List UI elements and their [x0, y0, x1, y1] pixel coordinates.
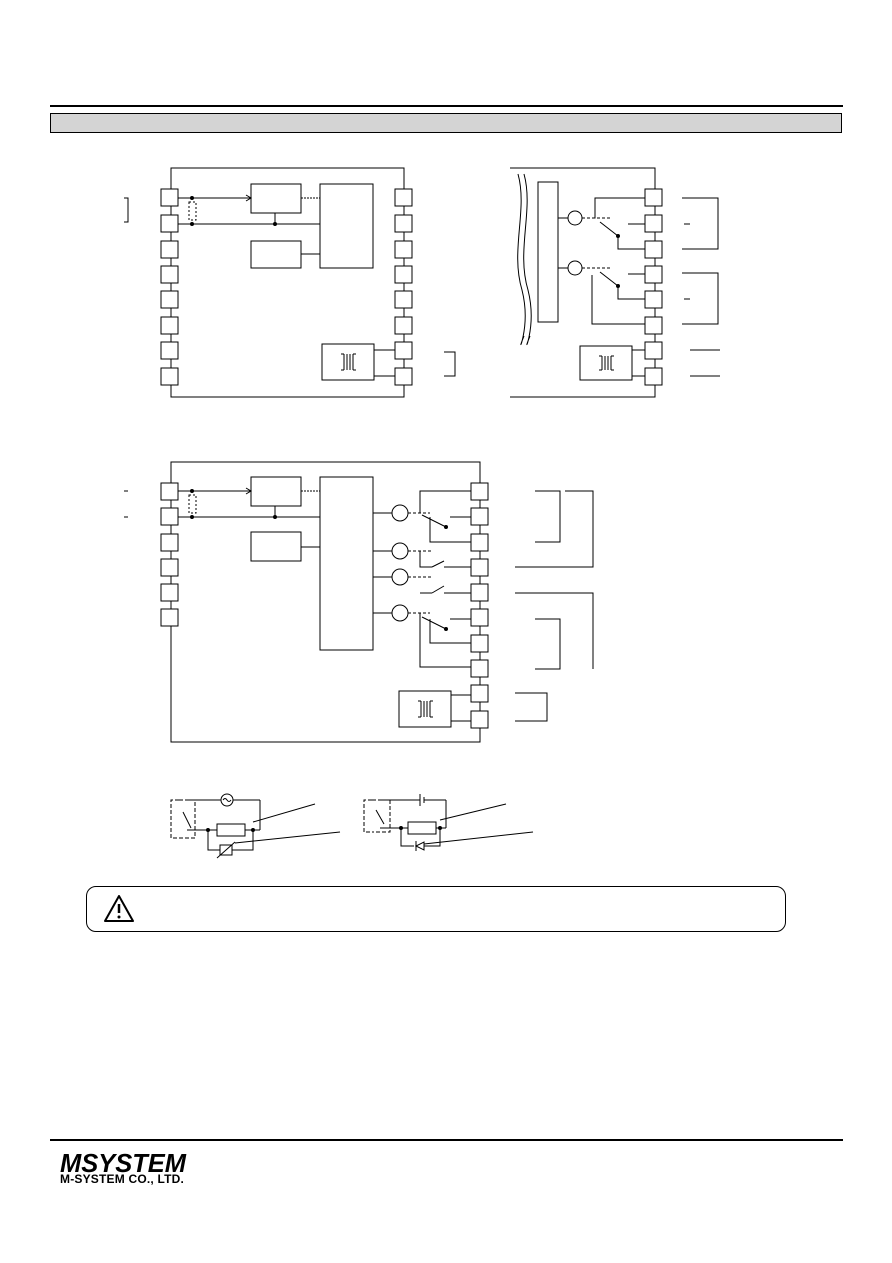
company-logo: MSYSTEM	[60, 1150, 187, 1176]
contact-protection-ac-diagram	[170, 793, 341, 859]
dc-battery-icon	[419, 794, 425, 806]
supply-lines	[690, 349, 720, 377]
relay-coil-icon	[567, 260, 583, 276]
relay-coil-icon	[391, 542, 409, 560]
supply-bracket	[515, 692, 548, 722]
logo-wordmark: MSYSTEM	[60, 1150, 187, 1176]
converter-block	[250, 183, 302, 214]
left-terminal-column	[160, 188, 179, 386]
relay-coil-icon	[391, 504, 409, 522]
transformer-isolation-icon	[321, 343, 375, 381]
output-bracket-2	[682, 272, 719, 325]
relay-coil-icon	[391, 568, 409, 586]
company-name: M-SYSTEM CO., LTD.	[60, 1172, 185, 1186]
enclosure-outline	[170, 461, 481, 743]
caution-box	[86, 886, 786, 932]
shield-symbol	[188, 494, 197, 514]
diode-icon	[414, 841, 425, 851]
relay-coil-icon	[391, 604, 409, 622]
input-bracket	[124, 197, 129, 223]
left-terminal-column	[160, 482, 179, 627]
shield-symbol	[188, 201, 197, 221]
output-bracket-1	[682, 197, 719, 250]
cpu-block	[319, 183, 374, 269]
footer-rule	[50, 1139, 843, 1141]
transformer-isolation-icon	[579, 345, 633, 381]
section-heading-bar	[50, 113, 842, 133]
transformer-isolation-icon	[398, 690, 452, 728]
varistor-icon	[219, 844, 233, 856]
contact-protection-dc-diagram	[363, 794, 534, 851]
enclosure-outline	[170, 167, 405, 398]
cpu-block-partial	[537, 181, 559, 323]
power-supply-block	[250, 531, 302, 562]
cpu-block	[319, 476, 374, 651]
output-bracket-2	[535, 618, 561, 670]
power-supply-block	[250, 240, 302, 269]
enclosure-outline-partial	[510, 167, 656, 398]
supply-bracket	[444, 351, 456, 377]
right-terminal-column	[470, 482, 489, 729]
relay-coil-icon	[567, 210, 583, 226]
schematic-block-diagram-2	[510, 167, 720, 398]
warning-triangle-icon	[104, 895, 134, 922]
schematic-block-diagram-1	[124, 167, 456, 398]
converter-block	[250, 476, 302, 507]
right-terminal-column	[644, 188, 663, 386]
schematic-block-diagram-3	[124, 461, 594, 743]
output-bracket-1	[535, 490, 561, 543]
header-rule	[50, 105, 843, 107]
